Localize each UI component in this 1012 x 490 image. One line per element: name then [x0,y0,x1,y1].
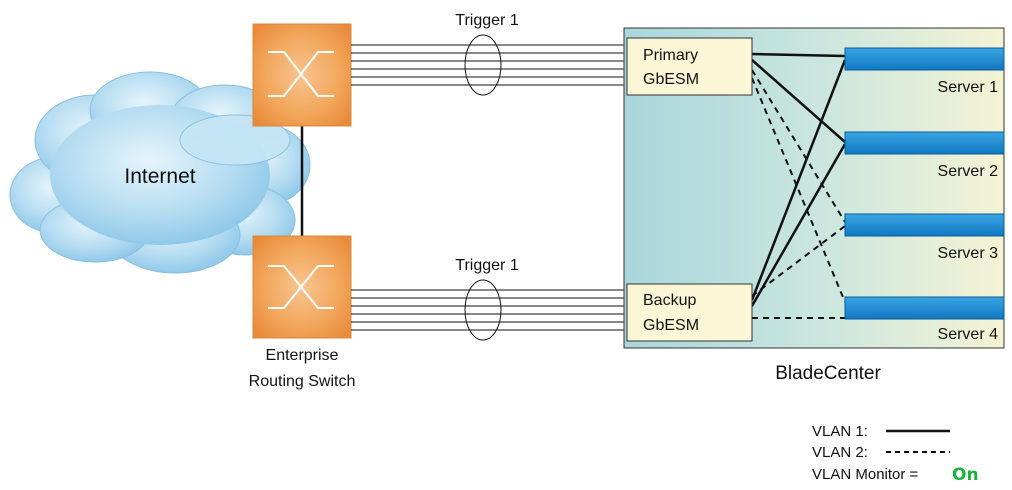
legend-vlan2-label: VLAN 2: [812,444,868,461]
internet-cloud: Internet [9,71,311,274]
server-1: Server 1 [844,47,1005,96]
trigger-top-ring [464,34,502,96]
bladecenter-label: BladeCenter [775,363,881,384]
server-2: Server 2 [844,131,1005,180]
server-2-label: Server 2 [938,163,999,180]
backup-gbesm-line2: GbESM [643,317,699,334]
router-label-line2: Routing Switch [249,373,356,390]
server-3-label: Server 3 [938,245,999,262]
legend-monitor-label: VLAN Monitor = [812,466,919,483]
trunk-top [351,44,624,86]
vlan1-links [750,52,847,307]
server-4: Server 4 [844,296,1005,343]
legend-vlan1-label: VLAN 1: [812,423,868,440]
server-1-label: Server 1 [938,79,999,96]
legend-monitor-state: On [952,465,979,485]
primary-gbesm-line1: Primary [643,47,698,64]
trigger-top-label: Trigger 1 [455,12,519,29]
internet-label: Internet [124,165,195,188]
trigger-bottom-label: Trigger 1 [455,257,519,274]
backup-gbesm-line1: Backup [643,292,696,309]
backup-gbesm: Backup GbESM [626,283,753,342]
top-switch [252,23,352,127]
primary-gbesm: Primary GbESM [626,37,753,96]
server-3: Server 3 [844,213,1005,262]
trunk-bottom [351,289,624,331]
legend: VLAN 1: VLAN 2: VLAN Monitor = On [812,423,979,485]
vlan2-links [751,69,846,319]
server-4-label: Server 4 [938,326,999,343]
trigger-bottom-ring [464,279,502,341]
bottom-switch [252,235,352,339]
router-label-line1: Enterprise [266,347,339,364]
primary-gbesm-line2: GbESM [643,71,699,88]
